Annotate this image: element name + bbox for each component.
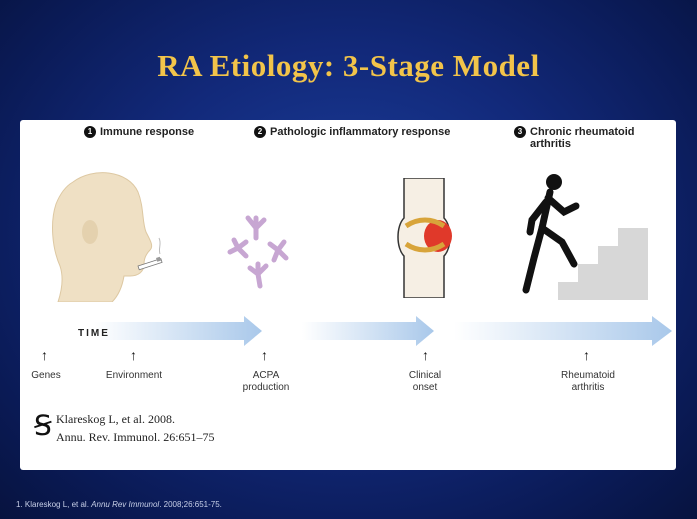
up-arrow-icon: ↑ xyxy=(41,348,48,362)
figure-on-stairs-illustration xyxy=(518,172,648,302)
timeline-arrow-2 xyxy=(302,316,434,346)
time-label: TIME xyxy=(78,328,110,339)
citation-line-1: Klareskog L, et al. 2008. xyxy=(56,410,215,428)
event-environment: Environment xyxy=(94,370,174,382)
stage-label: Pathologic inflammatory response xyxy=(270,126,450,138)
up-arrow-icon: ↑ xyxy=(422,348,429,362)
up-arrow-icon: ↑ xyxy=(130,348,137,362)
timeline-arrows xyxy=(34,316,674,346)
annual-reviews-logo: Ꞩ xyxy=(34,412,54,442)
diagram-panel: 1 Immune response 2 Pathologic inflammat… xyxy=(20,120,676,470)
event-rheumatoid-arthritis: Rheumatoid arthritis xyxy=(550,370,626,394)
slide-title: RA Etiology: 3-Stage Model xyxy=(0,48,697,84)
antibodies-illustration xyxy=(226,210,296,300)
up-arrow-icon: ↑ xyxy=(261,348,268,362)
stage-number: 3 xyxy=(514,126,526,138)
stage-number: 2 xyxy=(254,126,266,138)
timeline-arrow-3 xyxy=(454,316,672,346)
event-acpa-production: ACPA production xyxy=(234,370,298,394)
citation-line-2: Annu. Rev. Immunol. 26:651–75 xyxy=(56,428,215,446)
timeline-arrow-1 xyxy=(94,316,262,346)
stage-2-header: 2 Pathologic inflammatory response xyxy=(254,126,450,138)
citation-block: Ꞩ Klareskog L, et al. 2008. Annu. Rev. I… xyxy=(34,410,215,446)
stage-label: Immune response xyxy=(100,126,194,138)
stage-number: 1 xyxy=(84,126,96,138)
stage-3-header: 3 Chronic rheumatoid arthritis xyxy=(514,126,664,150)
event-genes: Genes xyxy=(26,370,66,382)
footnote: 1. Klareskog L, et al. Annu Rev Immunol.… xyxy=(16,500,222,509)
smoking-head-illustration xyxy=(38,162,168,302)
stage-1-header: 1 Immune response xyxy=(84,126,194,138)
event-clinical-onset: Clinical onset xyxy=(400,370,450,394)
inflamed-joint-illustration xyxy=(394,178,454,298)
stage-label: Chronic rheumatoid arthritis xyxy=(530,126,664,150)
up-arrow-icon: ↑ xyxy=(583,348,590,362)
